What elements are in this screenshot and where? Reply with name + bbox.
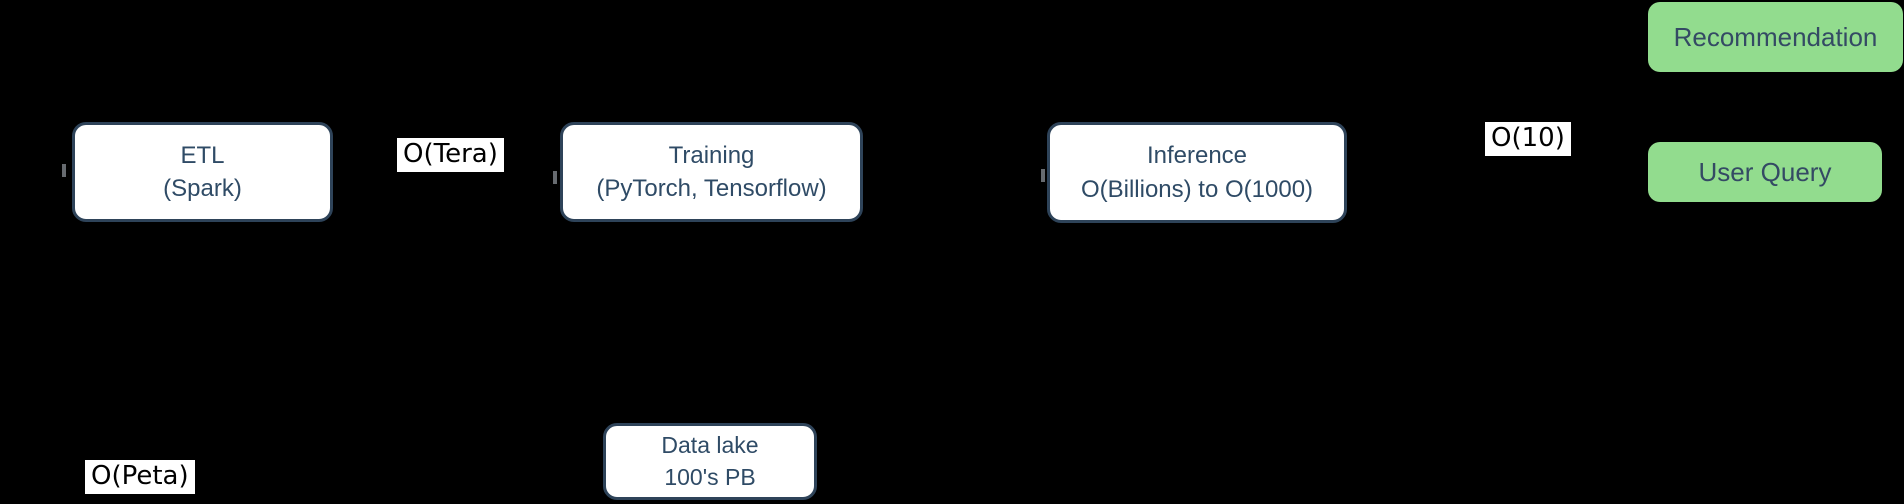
scale-label-ten: O(10)	[1485, 122, 1571, 156]
training-node: Training (PyTorch, Tensorflow)	[560, 122, 863, 222]
recommendation-endpoint-label: Recommendation	[1673, 21, 1878, 52]
inference-node-subtitle: O(Billions) to O(1000)	[1080, 175, 1314, 203]
connector-arrowhead-icon	[62, 164, 66, 177]
connector-arrowhead-icon	[1041, 169, 1045, 182]
training-node-subtitle: (PyTorch, Tensorflow)	[596, 175, 827, 202]
scale-label-tera: O(Tera)	[397, 138, 504, 172]
data-lake-node-title: Data lake	[661, 432, 759, 459]
user-query-endpoint-label: User Query	[1698, 156, 1832, 187]
recommendation-endpoint: Recommendation	[1648, 2, 1903, 72]
inference-node: Inference O(Billions) to O(1000)	[1047, 122, 1347, 223]
training-node-title: Training	[668, 141, 755, 169]
user-query-endpoint: User Query	[1648, 142, 1882, 202]
inference-node-title: Inference	[1146, 142, 1248, 170]
scale-label-peta: O(Peta)	[85, 460, 195, 494]
etl-node-subtitle: (Spark)	[163, 175, 242, 202]
data-lake-node: Data lake 100's PB	[603, 423, 817, 500]
data-lake-node-subtitle: 100's PB	[664, 463, 756, 490]
connector-arrowhead-icon	[553, 171, 557, 184]
etl-node-title: ETL	[180, 141, 225, 169]
etl-node: ETL (Spark)	[72, 122, 333, 222]
